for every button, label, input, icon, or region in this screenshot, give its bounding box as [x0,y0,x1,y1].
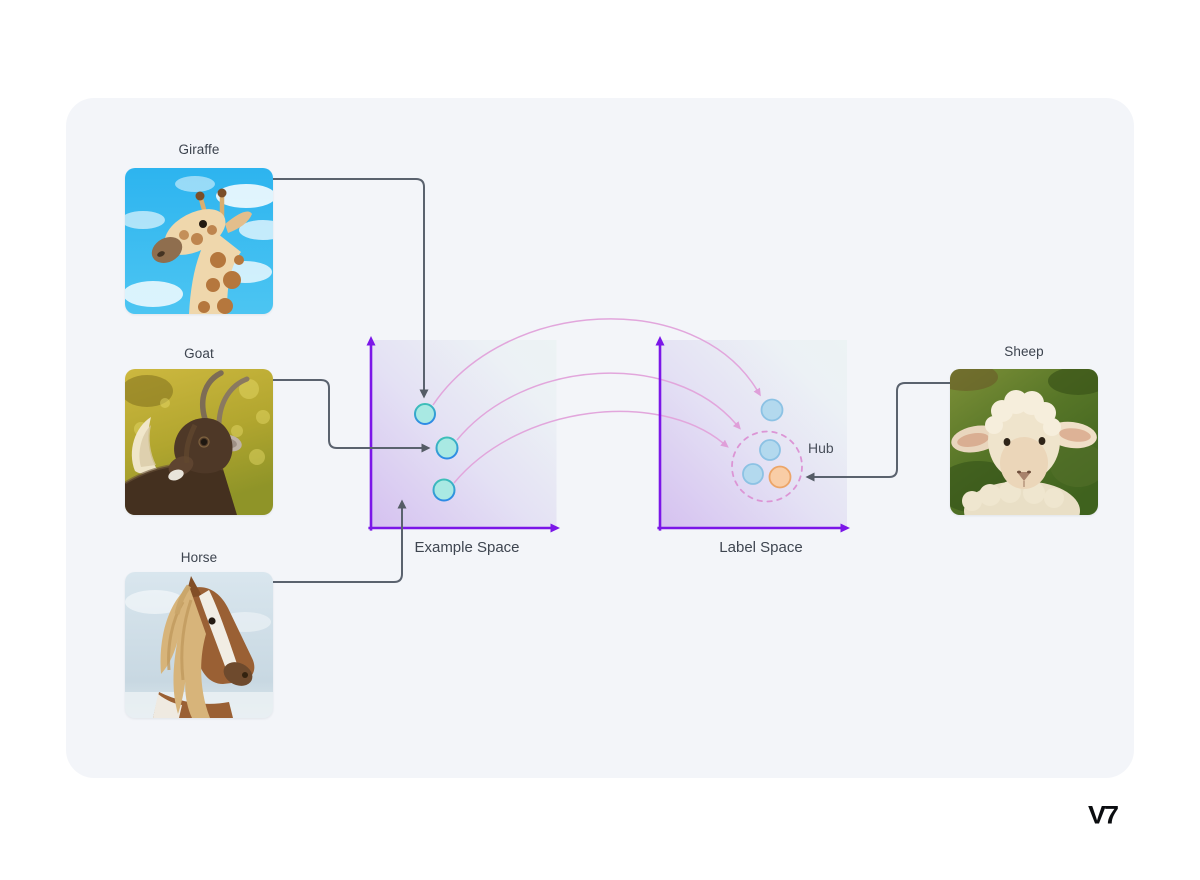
example-space-label: Example Space [414,539,520,556]
hub-label: Hub [808,440,834,456]
giraffe-label: Giraffe [178,142,220,157]
goat-photo [125,369,273,515]
goat-label: Goat [184,346,214,361]
sheep-photo [950,369,1098,515]
sheep-label: Sheep [1004,344,1044,359]
horse-label: Horse [180,550,218,565]
giraffe-photo [125,168,273,314]
v7-logo: V7 [1088,801,1119,829]
horse-illustration [125,572,273,718]
horse-photo [125,572,273,718]
goat-illustration [125,369,273,515]
giraffe-illustration [125,168,273,314]
label-space-label: Label Space [719,539,803,556]
sheep-illustration [950,369,1098,515]
